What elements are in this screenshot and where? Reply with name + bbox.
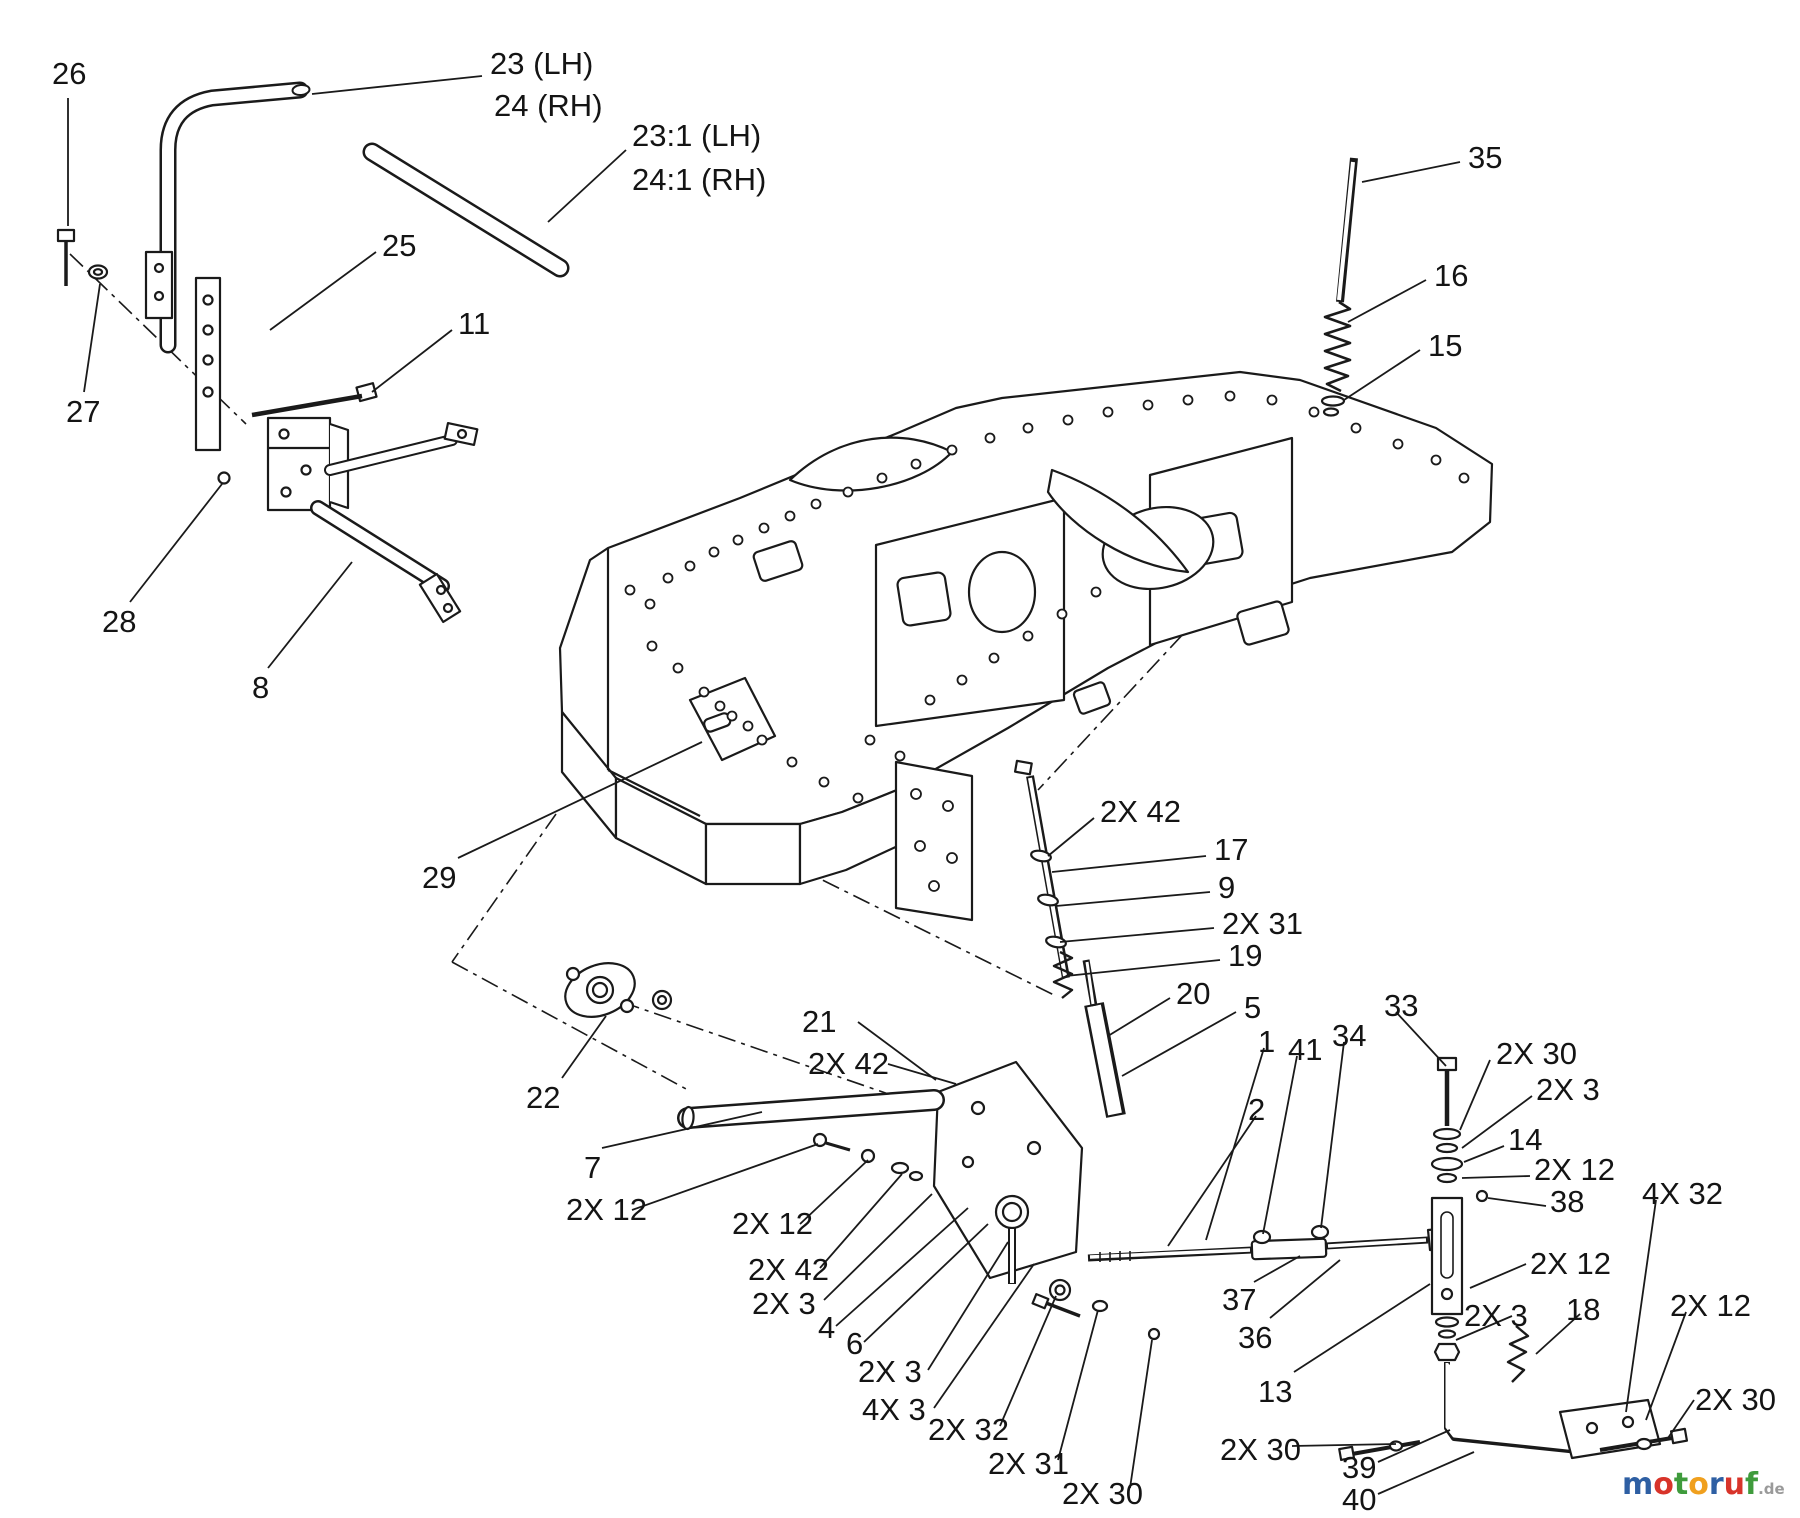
height-link-assembly <box>1338 1056 1689 1462</box>
chassis-frame <box>558 370 1494 922</box>
part-label-2x30-b: 2X 30 <box>1062 1476 1144 1511</box>
logo-letter: u <box>1723 1467 1746 1502</box>
part-label-23-lh: 23 (LH) <box>490 46 594 81</box>
part-label-23-1-lh: 23:1 (LH) <box>632 118 762 153</box>
part-label-15: 15 <box>1428 328 1463 363</box>
part-label-27: 27 <box>66 394 101 429</box>
part-label-2x31-b: 2X 31 <box>988 1446 1070 1481</box>
part-label-2x3-d: 2X 3 <box>1464 1298 1528 1333</box>
part-label-2x12-c: 2X 12 <box>732 1206 814 1241</box>
part-label-2x3-a: 2X 3 <box>1536 1072 1600 1107</box>
logo-letter: f <box>1745 1467 1759 1502</box>
lift-rod-spring <box>1320 157 1358 417</box>
part-label-40: 40 <box>1342 1482 1377 1517</box>
part-label-37: 37 <box>1222 1282 1257 1317</box>
part-label-1: 1 <box>1258 1024 1276 1059</box>
logo-suffix: .de <box>1758 1480 1785 1498</box>
part-label-2x32: 2X 32 <box>928 1412 1010 1447</box>
part-label-9: 9 <box>1218 870 1236 905</box>
part-label-7: 7 <box>584 1150 602 1185</box>
turnbuckle-rod <box>1087 1224 1456 1262</box>
part-label-13: 13 <box>1258 1374 1293 1409</box>
motoruf-logo: motoruf.de <box>1622 1470 1785 1500</box>
part-label-6: 6 <box>846 1326 864 1361</box>
part-label-2x12-a: 2X 12 <box>1534 1152 1616 1187</box>
part-label-2x30-d: 2X 30 <box>1695 1382 1777 1417</box>
leader-lines <box>67 75 1695 1495</box>
part-label-18: 18 <box>1566 1292 1601 1327</box>
part-label-24-rh: 24 (RH) <box>494 88 603 123</box>
part-label-5: 5 <box>1244 990 1262 1025</box>
part-label-4: 4 <box>818 1310 836 1345</box>
part-label-41: 41 <box>1288 1032 1323 1067</box>
part-label-2x12-d: 2X 12 <box>1530 1246 1612 1281</box>
part-label-33: 33 <box>1384 988 1419 1023</box>
part-label-19: 19 <box>1228 938 1263 973</box>
logo-letter: o <box>1688 1467 1709 1502</box>
part-label-39: 39 <box>1342 1450 1377 1485</box>
logo-letter: r <box>1708 1467 1724 1502</box>
part-label-34: 34 <box>1332 1018 1367 1053</box>
logo-letter: t <box>1673 1467 1689 1502</box>
part-label-2: 2 <box>1248 1092 1266 1127</box>
part-label-2x30-c: 2X 30 <box>1220 1432 1302 1467</box>
part-label-28: 28 <box>102 604 137 639</box>
part-label-2x30-a: 2X 30 <box>1496 1036 1578 1071</box>
part-label-21: 21 <box>802 1004 837 1039</box>
part-label-38: 38 <box>1550 1184 1585 1219</box>
part-label-2x42-a: 2X 42 <box>1100 794 1182 829</box>
part-label-14: 14 <box>1508 1122 1543 1157</box>
part-label-11: 11 <box>458 306 491 341</box>
logo-letter: o <box>1653 1467 1674 1502</box>
part-label-4x32: 4X 32 <box>1642 1176 1724 1211</box>
handle-assembly <box>56 81 570 624</box>
part-label-2x42-b: 2X 42 <box>808 1046 890 1081</box>
bearing-assembly <box>564 962 673 1018</box>
part-label-2x3-b: 2X 3 <box>752 1286 816 1321</box>
part-label-25: 25 <box>382 228 417 263</box>
part-label-24-1-rh: 24:1 (RH) <box>632 162 767 197</box>
part-label-2x31-a: 2X 31 <box>1222 906 1304 941</box>
part-label-4x3: 4X 3 <box>862 1392 926 1427</box>
part-label-16: 16 <box>1434 258 1469 293</box>
part-label-2x3-c: 2X 3 <box>858 1354 922 1389</box>
logo-letter: m <box>1622 1467 1654 1502</box>
part-label-35: 35 <box>1468 140 1503 175</box>
bellcrank-assembly <box>677 1060 1161 1341</box>
front-lift-link <box>1013 759 1126 1118</box>
bolt-holes <box>624 390 1470 892</box>
part-label-36: 36 <box>1238 1320 1273 1355</box>
part-label-22: 22 <box>526 1080 561 1115</box>
part-label-20: 20 <box>1176 976 1211 1011</box>
part-label-2x12-e: 2X 12 <box>1670 1288 1752 1323</box>
part-label-26: 26 <box>52 56 87 91</box>
part-label-2x42-c: 2X 42 <box>748 1252 830 1287</box>
part-label-2x12-b: 2X 12 <box>566 1192 648 1227</box>
part-label-8: 8 <box>252 670 270 705</box>
part-label-29: 29 <box>422 860 457 895</box>
part-label-17: 17 <box>1214 832 1249 867</box>
